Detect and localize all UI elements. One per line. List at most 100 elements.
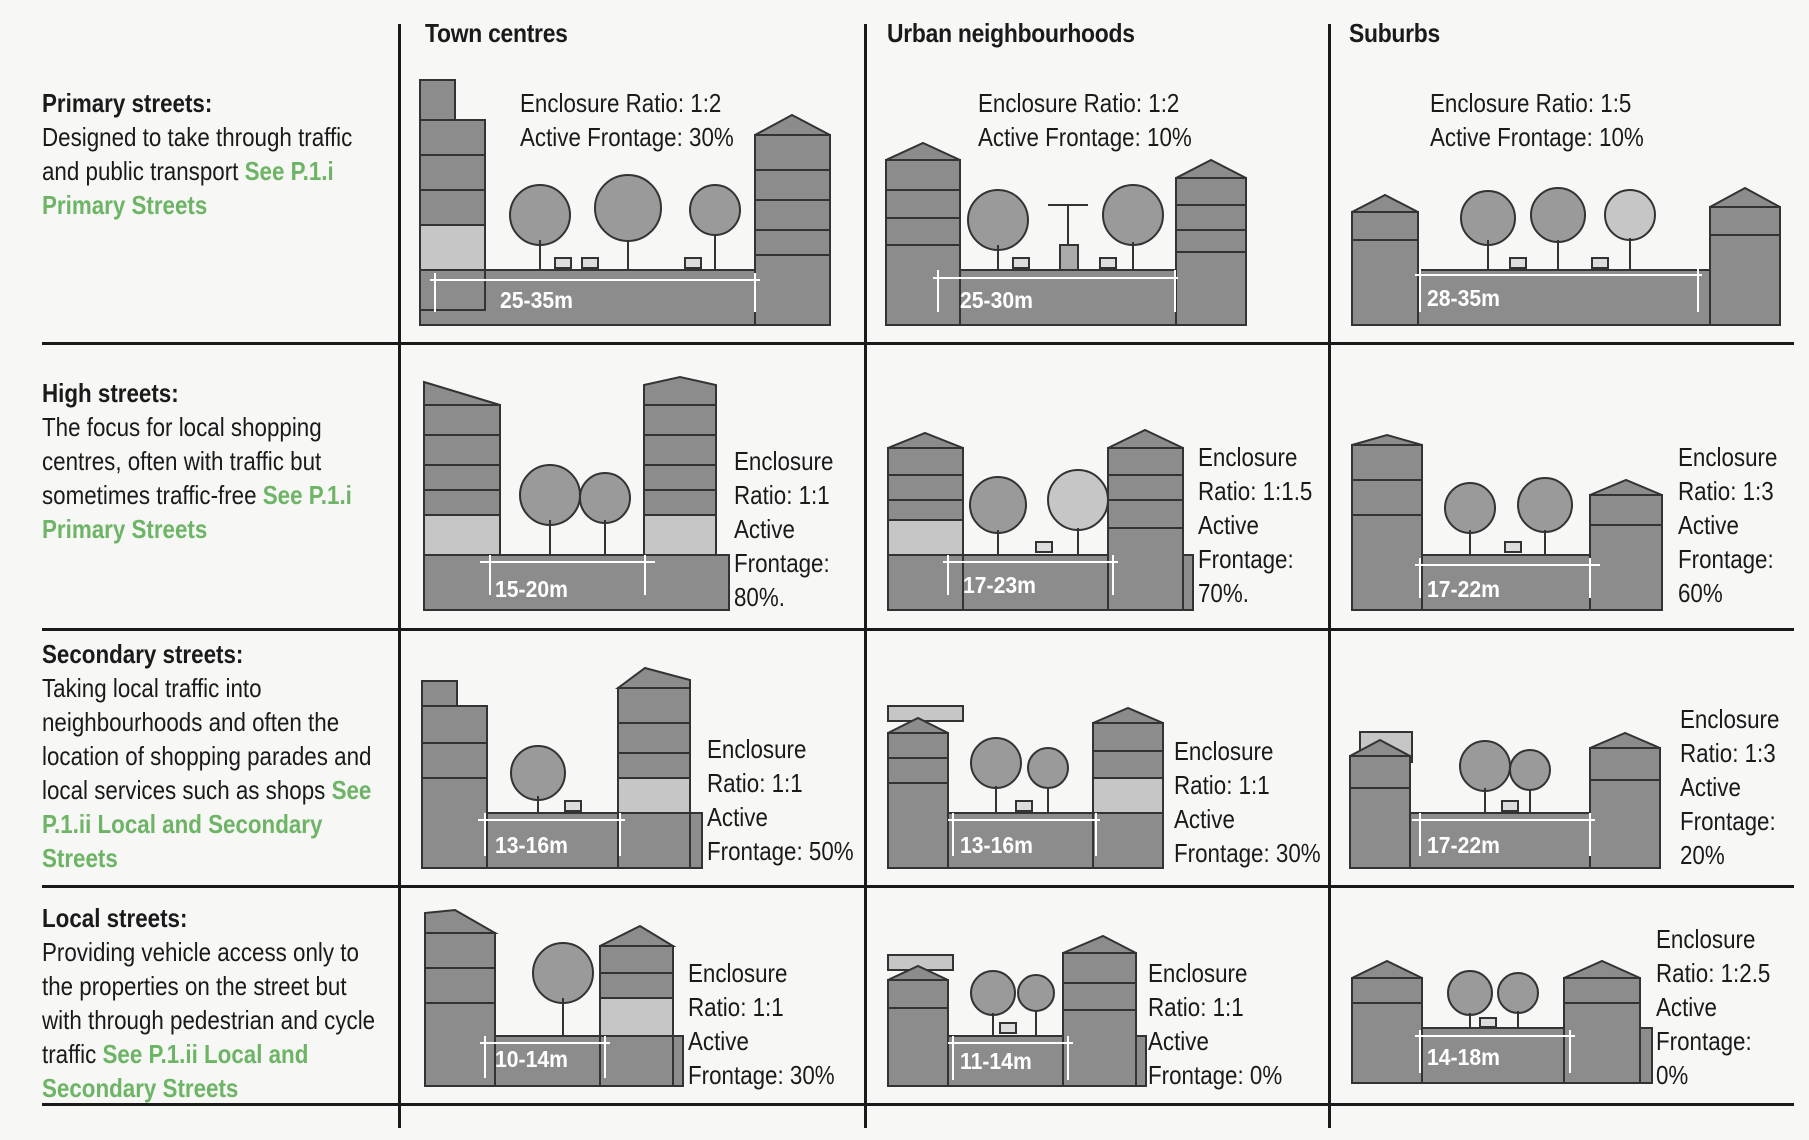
primary-streets-link[interactable]: See P.1.i Primary Streets: [42, 156, 334, 220]
row-title: High streets:: [42, 378, 179, 408]
enclosure-ratio: Enclosure: [688, 958, 788, 988]
section-secondary-town-centres: Enclosure Ratio: 1:1 Active Frontage: 50…: [410, 648, 854, 878]
section-high-suburbs: Enclosure Ratio: 1:3 Active Frontage: 60…: [1340, 370, 1780, 620]
active-frontage: Active: [688, 1026, 749, 1056]
row-title: Local streets:: [42, 903, 188, 933]
active-frontage-value: 70%.: [1198, 578, 1249, 608]
section-high-town-centres: Enclosure Ratio: 1:1 Active Frontage: 80…: [410, 370, 850, 620]
enclosure-ratio: Enclosure: [1656, 924, 1756, 954]
active-frontage-value: 0%: [1656, 1060, 1689, 1090]
enclosure-ratio: Enclosure Ratio: 1:5: [1430, 88, 1632, 118]
enclosure-ratio-value: Ratio: 1:1: [707, 768, 803, 798]
active-frontage: Active Frontage: 30%: [520, 122, 734, 152]
row-description: Designed to take through traffic and pub…: [42, 122, 353, 220]
active-frontage: Active: [1198, 510, 1259, 540]
active-frontage-label: Frontage:: [1656, 1026, 1752, 1056]
row-local-streets: Local streets: Providing vehicle access …: [42, 901, 375, 1105]
enclosure-ratio: Enclosure: [1680, 704, 1780, 734]
active-frontage-value: Frontage: 30%: [688, 1060, 835, 1090]
row-divider-2: [42, 628, 1794, 631]
street-width: 17-22m: [1427, 576, 1500, 602]
row-title: Primary streets:: [42, 88, 213, 118]
enclosure-ratio: Enclosure Ratio: 1:2: [978, 88, 1180, 118]
street-section-drawing: [1351, 186, 1781, 326]
active-frontage: Active: [1174, 804, 1235, 834]
street-section-drawing: [885, 141, 1247, 326]
enclosure-ratio-value: Ratio: 1:1: [1174, 770, 1270, 800]
active-frontage: Active: [1680, 772, 1741, 802]
active-frontage-value: 20%: [1680, 840, 1725, 870]
enclosure-ratio-value: Ratio: 1:1: [1148, 992, 1244, 1022]
row-description: Taking local traffic into neighbourhoods…: [42, 673, 372, 873]
active-frontage: Active Frontage: 10%: [1430, 122, 1644, 152]
grid-divider-1: [398, 24, 401, 1128]
section-high-urban: Enclosure Ratio: 1:1.5 Active Frontage: …: [878, 370, 1318, 620]
section-local-town-centres: Enclosure Ratio: 1:1 Active Frontage: 30…: [410, 898, 850, 1098]
street-width: 17-22m: [1427, 832, 1500, 858]
row-secondary-streets: Secondary streets: Taking local traffic …: [42, 637, 371, 875]
street-width: 25-30m: [960, 287, 1033, 313]
street-width: 13-16m: [495, 832, 568, 858]
enclosure-ratio: Enclosure: [734, 446, 834, 476]
column-header-urban-neighbourhoods: Urban neighbourhoods: [887, 18, 1135, 48]
row-divider-1: [42, 342, 1794, 345]
active-frontage-label: Frontage:: [1680, 806, 1776, 836]
enclosure-ratio: Enclosure: [1174, 736, 1274, 766]
column-header-suburbs: Suburbs: [1349, 18, 1440, 48]
street-width: 15-20m: [495, 576, 568, 602]
active-frontage: Active: [1656, 992, 1717, 1022]
active-frontage-label: Frontage:: [1678, 544, 1774, 574]
section-local-urban: Enclosure Ratio: 1:1 Active Frontage: 0%…: [878, 898, 1318, 1098]
street-section-drawing: [1351, 959, 1653, 1084]
active-frontage: Active: [1148, 1026, 1209, 1056]
street-section-drawing: [1351, 433, 1663, 611]
active-frontage-value: 80%.: [734, 582, 785, 612]
active-frontage-value: 60%: [1678, 578, 1723, 608]
enclosure-ratio: Enclosure: [707, 734, 807, 764]
enclosure-ratio-value: Ratio: 1:2.5: [1656, 958, 1771, 988]
primary-streets-link[interactable]: See P.1.i Primary Streets: [42, 480, 352, 544]
local-secondary-streets-link[interactable]: See P.1.ii Local and Secondary Streets: [42, 1039, 309, 1103]
street-section-drawing: [423, 375, 730, 611]
street-width: 14-18m: [1427, 1044, 1500, 1070]
enclosure-ratio: Enclosure: [1198, 442, 1298, 472]
column-header-town-centres: Town centres: [425, 18, 568, 48]
row-high-streets: High streets: The focus for local shoppi…: [42, 376, 352, 546]
active-frontage-value: Frontage: 30%: [1174, 838, 1321, 868]
enclosure-ratio-value: Ratio: 1:3: [1680, 738, 1776, 768]
street-section-drawing: [887, 934, 1147, 1087]
street-width: 25-35m: [500, 287, 573, 313]
active-frontage-label: Frontage:: [1198, 544, 1294, 574]
active-frontage-label: Frontage:: [734, 548, 830, 578]
enclosure-ratio: Enclosure: [1678, 442, 1778, 472]
enclosure-ratio-value: Ratio: 1:1.5: [1198, 476, 1313, 506]
street-section-drawing: [887, 428, 1194, 611]
row-description: The focus for local shopping centres, of…: [42, 412, 352, 544]
section-secondary-suburbs: Enclosure Ratio: 1:3 Active Frontage: 20…: [1340, 648, 1780, 878]
row-divider-3: [42, 885, 1794, 888]
section-primary-town-centres: Enclosure Ratio: 1:2 Active Frontage: 30…: [410, 79, 850, 330]
street-width: 28-35m: [1427, 285, 1500, 311]
active-frontage: Active: [707, 802, 768, 832]
street-section-drawing: [421, 666, 703, 869]
street-width: 17-23m: [963, 572, 1036, 598]
row-divider-4: [42, 1103, 1794, 1106]
section-primary-urban: Enclosure Ratio: 1:2 Active Frontage: 10…: [878, 80, 1318, 330]
section-secondary-urban: Enclosure Ratio: 1:1 Active Frontage: 30…: [878, 648, 1321, 878]
street-width: 11-14m: [960, 1048, 1032, 1074]
grid-divider-2: [864, 24, 867, 1128]
active-frontage-value: Frontage: 0%: [1148, 1060, 1283, 1090]
street-section-drawing: [887, 705, 1164, 869]
street-width: 10-14m: [495, 1046, 568, 1072]
enclosure-ratio: Enclosure Ratio: 1:2: [520, 88, 722, 118]
grid-divider-3: [1328, 24, 1331, 1128]
row-primary-streets: Primary streets: Designed to take throug…: [42, 86, 352, 222]
local-secondary-streets-link[interactable]: See P.1.ii Local and Secondary Streets: [42, 775, 372, 873]
street-section-drawing: [419, 79, 831, 326]
street-section-drawing: [424, 908, 684, 1087]
enclosure-ratio-value: Ratio: 1:3: [1678, 476, 1774, 506]
active-frontage-value: Frontage: 50%: [707, 836, 854, 866]
section-local-suburbs: Enclosure Ratio: 1:2.5 Active Frontage: …: [1340, 898, 1780, 1098]
section-primary-suburbs: Enclosure Ratio: 1:5 Active Frontage: 10…: [1340, 80, 1781, 330]
street-width: 13-16m: [960, 832, 1033, 858]
